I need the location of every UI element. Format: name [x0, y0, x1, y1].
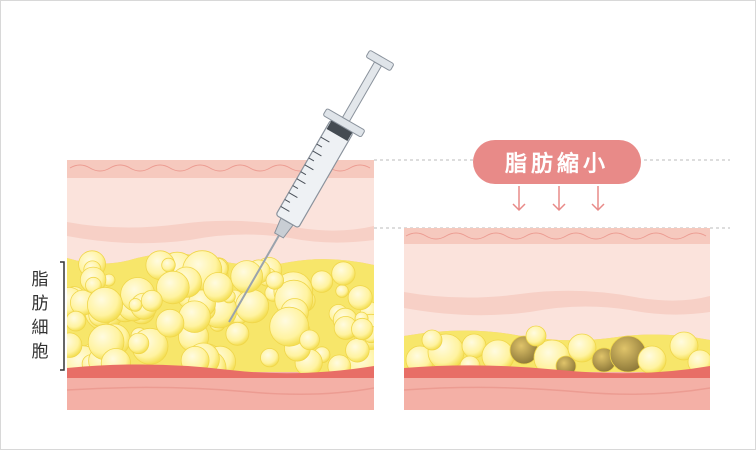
fat-cell [669, 331, 699, 361]
down-arrow-icon [591, 186, 605, 212]
epidermis-layer [67, 160, 374, 180]
syringe-icon [228, 50, 394, 323]
fat-cell [128, 298, 143, 312]
epidermis-layer-after [404, 228, 710, 246]
fat-cell [155, 308, 185, 338]
fat-cell [567, 333, 597, 363]
fat-cell [351, 317, 374, 341]
fat-bracket [60, 261, 65, 371]
fat-shrink-badge: 脂肪縮小 [473, 140, 641, 184]
fat-cell [421, 329, 443, 351]
fat-cell [637, 345, 667, 375]
down-arrow-icon [552, 186, 566, 212]
dermis-band [67, 220, 374, 244]
skin-before [67, 160, 374, 410]
fat-cell [335, 284, 349, 298]
muscle-line [67, 386, 374, 395]
fat-cell [299, 329, 320, 351]
dermis-band-after [404, 290, 710, 316]
fat-cell [269, 306, 310, 347]
muscle-top-after [404, 365, 710, 380]
fat-cell [140, 289, 163, 312]
fat-cell [525, 325, 547, 347]
fat-cell [260, 348, 280, 368]
fat-cell [161, 257, 176, 273]
muscle-top [67, 364, 374, 380]
fat-cell [230, 260, 264, 293]
epidermis-texture-after [405, 232, 707, 240]
fat-cell [202, 272, 234, 303]
down-arrow-icon [512, 186, 526, 212]
skin-after [404, 228, 710, 410]
muscle-body-after [404, 378, 710, 410]
fat-cell [127, 332, 150, 355]
fat-cell [265, 271, 285, 290]
fat-cell [235, 289, 270, 324]
fat-cell [67, 332, 83, 358]
fat-cells-label: 脂肪細胞 [31, 270, 49, 362]
muscle-line-after [404, 386, 710, 395]
fat-cell [156, 270, 190, 305]
fat-cell [67, 310, 87, 332]
fat-cell [310, 270, 334, 293]
fat-cell [225, 321, 250, 346]
fat-cell [331, 261, 356, 286]
fat-cell [345, 338, 370, 363]
fat-cell [347, 285, 373, 311]
fat-cell [87, 286, 124, 323]
